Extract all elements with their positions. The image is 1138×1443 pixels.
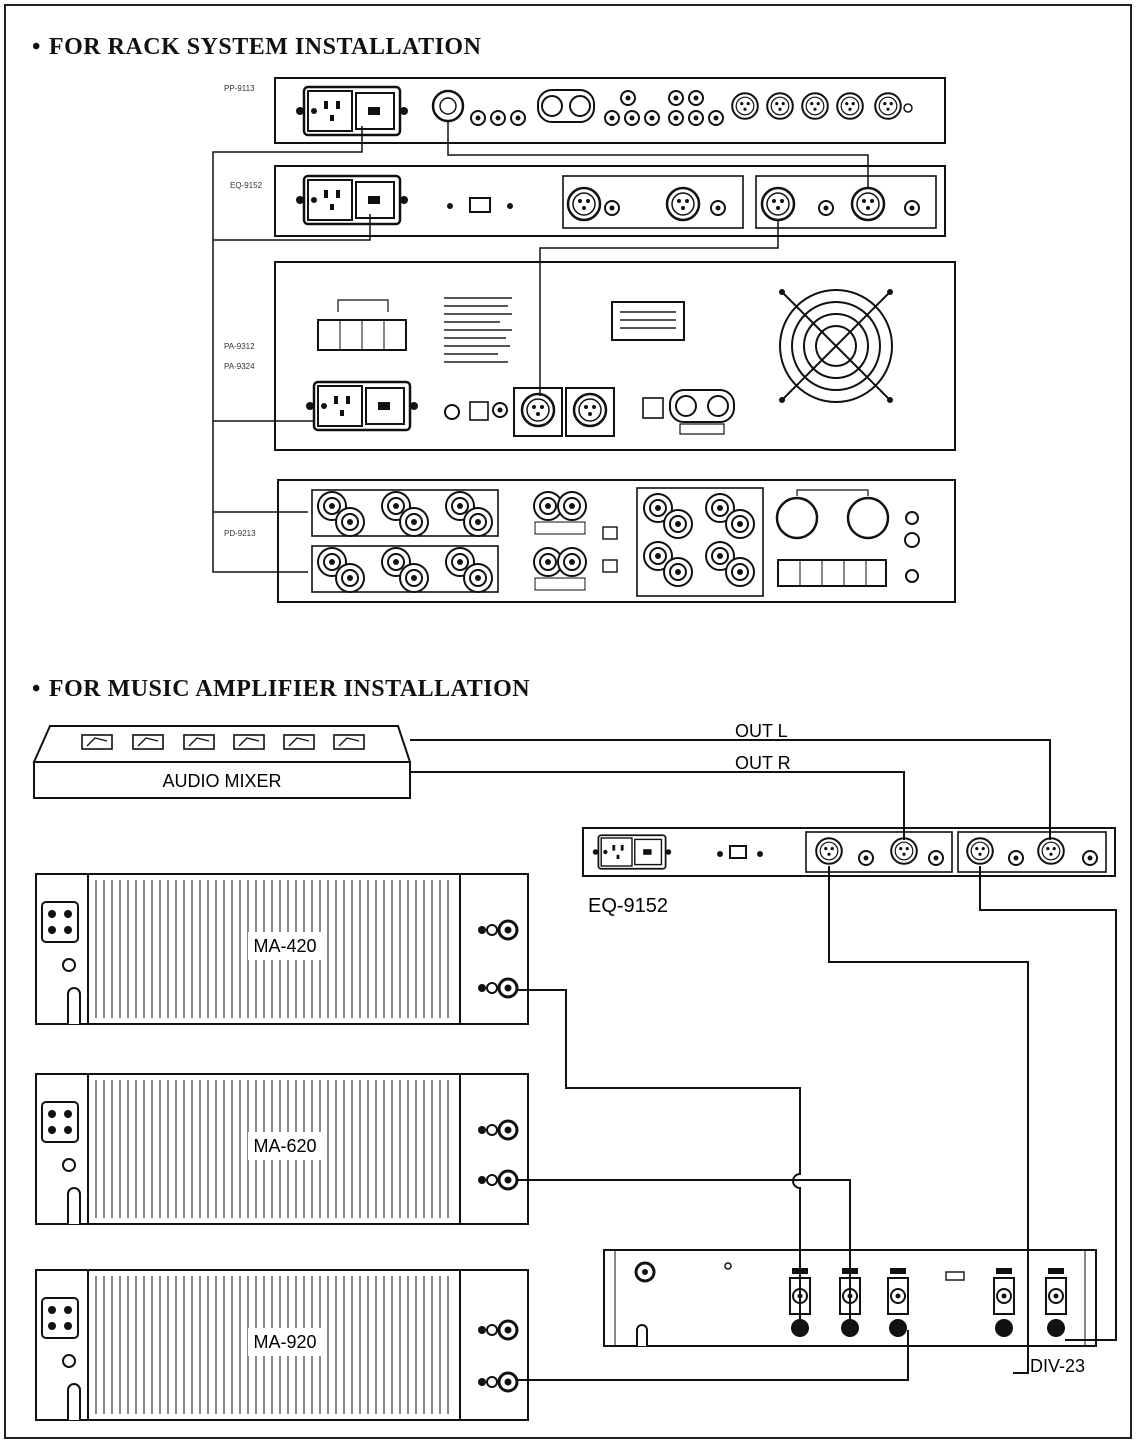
rack-section-heading: • FOR RACK SYSTEM INSTALLATION <box>32 34 481 61</box>
out-l-label: OUT L <box>735 721 788 741</box>
music-amp-diagram: AUDIO MIXER OUT L OUT R EQ-9152 <box>32 721 1117 1421</box>
pp-9113-label: PP-9113 <box>224 84 255 93</box>
eq-9152-label: EQ-9152 <box>588 895 668 917</box>
ma-420-label: MA-420 <box>253 936 316 956</box>
ma-420-amplifier <box>35 873 529 1025</box>
page-frame <box>4 4 1132 1439</box>
ma-620-label: MA-620 <box>253 1136 316 1156</box>
ma-920-label: MA-920 <box>253 1332 316 1352</box>
pp-9113-unit <box>274 77 946 144</box>
pa-9312-label: PA-9312 <box>224 342 255 351</box>
ma-920-amplifier <box>35 1269 529 1421</box>
pd-9213-unit <box>277 479 956 603</box>
music-section-heading: • FOR MUSIC AMPLIFIER INSTALLATION <box>32 676 530 703</box>
music-wiring <box>410 739 1117 1381</box>
eq-9152-rack-unit <box>274 165 946 237</box>
rack-wiring <box>212 122 869 573</box>
pa-9324-label: PA-9324 <box>224 362 255 371</box>
div-23-label: DIV-23 <box>1030 1356 1085 1376</box>
eq-9152-rack-label: EQ-9152 <box>230 181 263 190</box>
music-heading-bullet: • <box>32 676 41 702</box>
music-heading-title: FOR MUSIC AMPLIFIER INSTALLATION <box>48 676 531 702</box>
eq-9152-unit <box>582 827 1116 877</box>
fan-grille <box>779 289 893 403</box>
rack-heading-bullet: • <box>32 34 41 60</box>
ma-620-amplifier <box>35 1073 529 1225</box>
rack-system-diagram: PP-9113 EQ-9152 <box>212 77 956 603</box>
pd-9213-label: PD-9213 <box>224 529 256 538</box>
pa-9312-unit <box>274 261 956 451</box>
audio-mixer <box>32 725 412 799</box>
rack-heading-title: FOR RACK SYSTEM INSTALLATION <box>48 34 482 60</box>
out-r-label: OUT R <box>735 753 791 773</box>
audio-mixer-label: AUDIO MIXER <box>162 771 281 791</box>
